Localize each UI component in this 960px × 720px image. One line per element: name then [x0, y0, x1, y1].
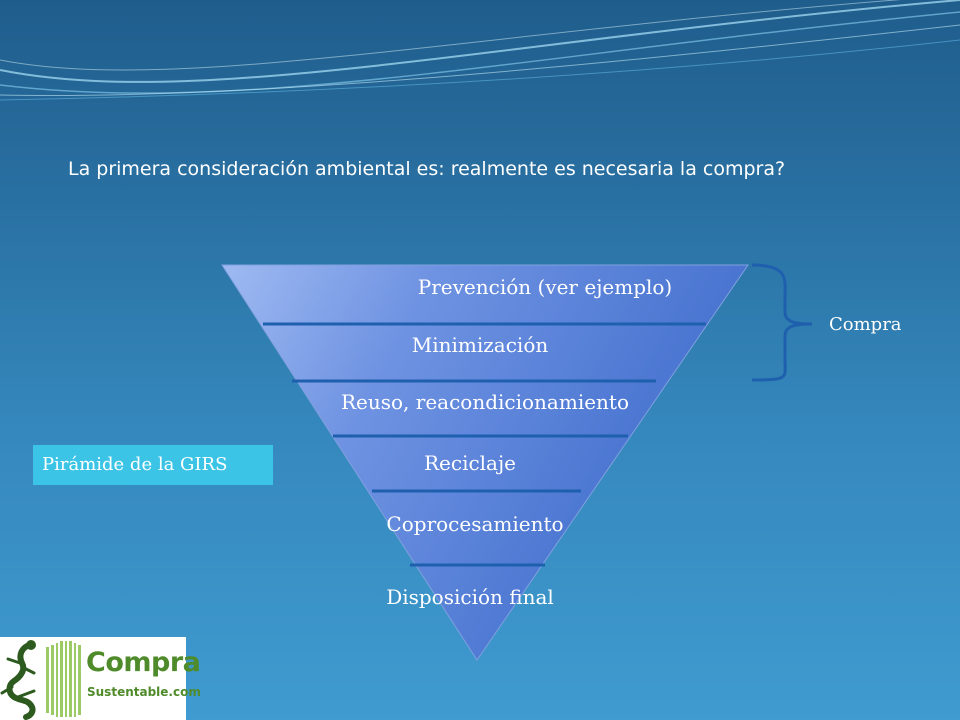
- header-wave-decoration: [0, 0, 960, 101]
- compra-sustentable-logo: Compra Sustentable.com: [0, 637, 201, 720]
- logo-wordmark: Compra: [86, 647, 201, 678]
- pyramid-shape: [221, 264, 749, 661]
- pyramid-level-prevencion: Prevención (ver ejemplo): [417, 275, 673, 299]
- gecko-icon: [0, 640, 81, 720]
- brace-icon: [751, 263, 813, 382]
- pyramid-level-minimizacion: Minimización: [411, 333, 549, 357]
- slide-question: La primera consideración ambiental es: r…: [68, 158, 786, 180]
- pyramid-level-reciclaje: Reciclaje: [423, 451, 517, 475]
- pyramid-level-disposicion: Disposición final: [386, 585, 554, 609]
- brace-label: Compra: [829, 314, 902, 335]
- logo-subtitle: Sustentable.com: [87, 685, 201, 699]
- pyramid-caption-badge: Pirámide de la GIRS: [33, 445, 273, 485]
- pyramid-level-reuso: Reuso, reacondicionamiento: [340, 390, 630, 414]
- pyramid-level-coprocesamiento: Coprocesamiento: [386, 512, 564, 536]
